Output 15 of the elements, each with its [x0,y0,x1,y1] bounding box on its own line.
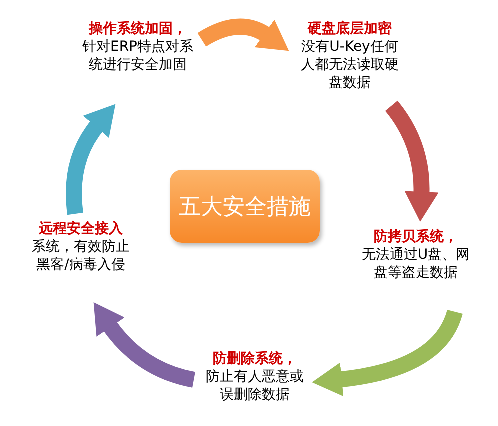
heading-text: 操作系统加固， [88,20,188,38]
description-text: 无法通过U盘、网盘等盗走数据 [360,246,472,282]
curved-arrow [93,303,196,388]
description-text: 系统，有效防止黑客/病毒入侵 [31,238,131,274]
heading-text: 防删除系统， [212,350,298,368]
description-text: 针对ERP特点对系统进行安全加固 [82,38,194,74]
curved-arrow [385,101,439,222]
curved-arrow [66,104,115,215]
heading-text: 硬盘底层加密 [306,20,393,38]
heading-text: 远程安全接入 [38,220,124,238]
heading-text: 防拷贝系统， [373,228,459,246]
description-text: 防止有人恶意或误删除数据 [205,368,305,404]
title-box: 五大安全措施 [170,170,320,243]
description-text: 没有U-Key任何人都无法读取硬盘数据 [300,38,400,92]
curved-arrow [198,18,290,50]
